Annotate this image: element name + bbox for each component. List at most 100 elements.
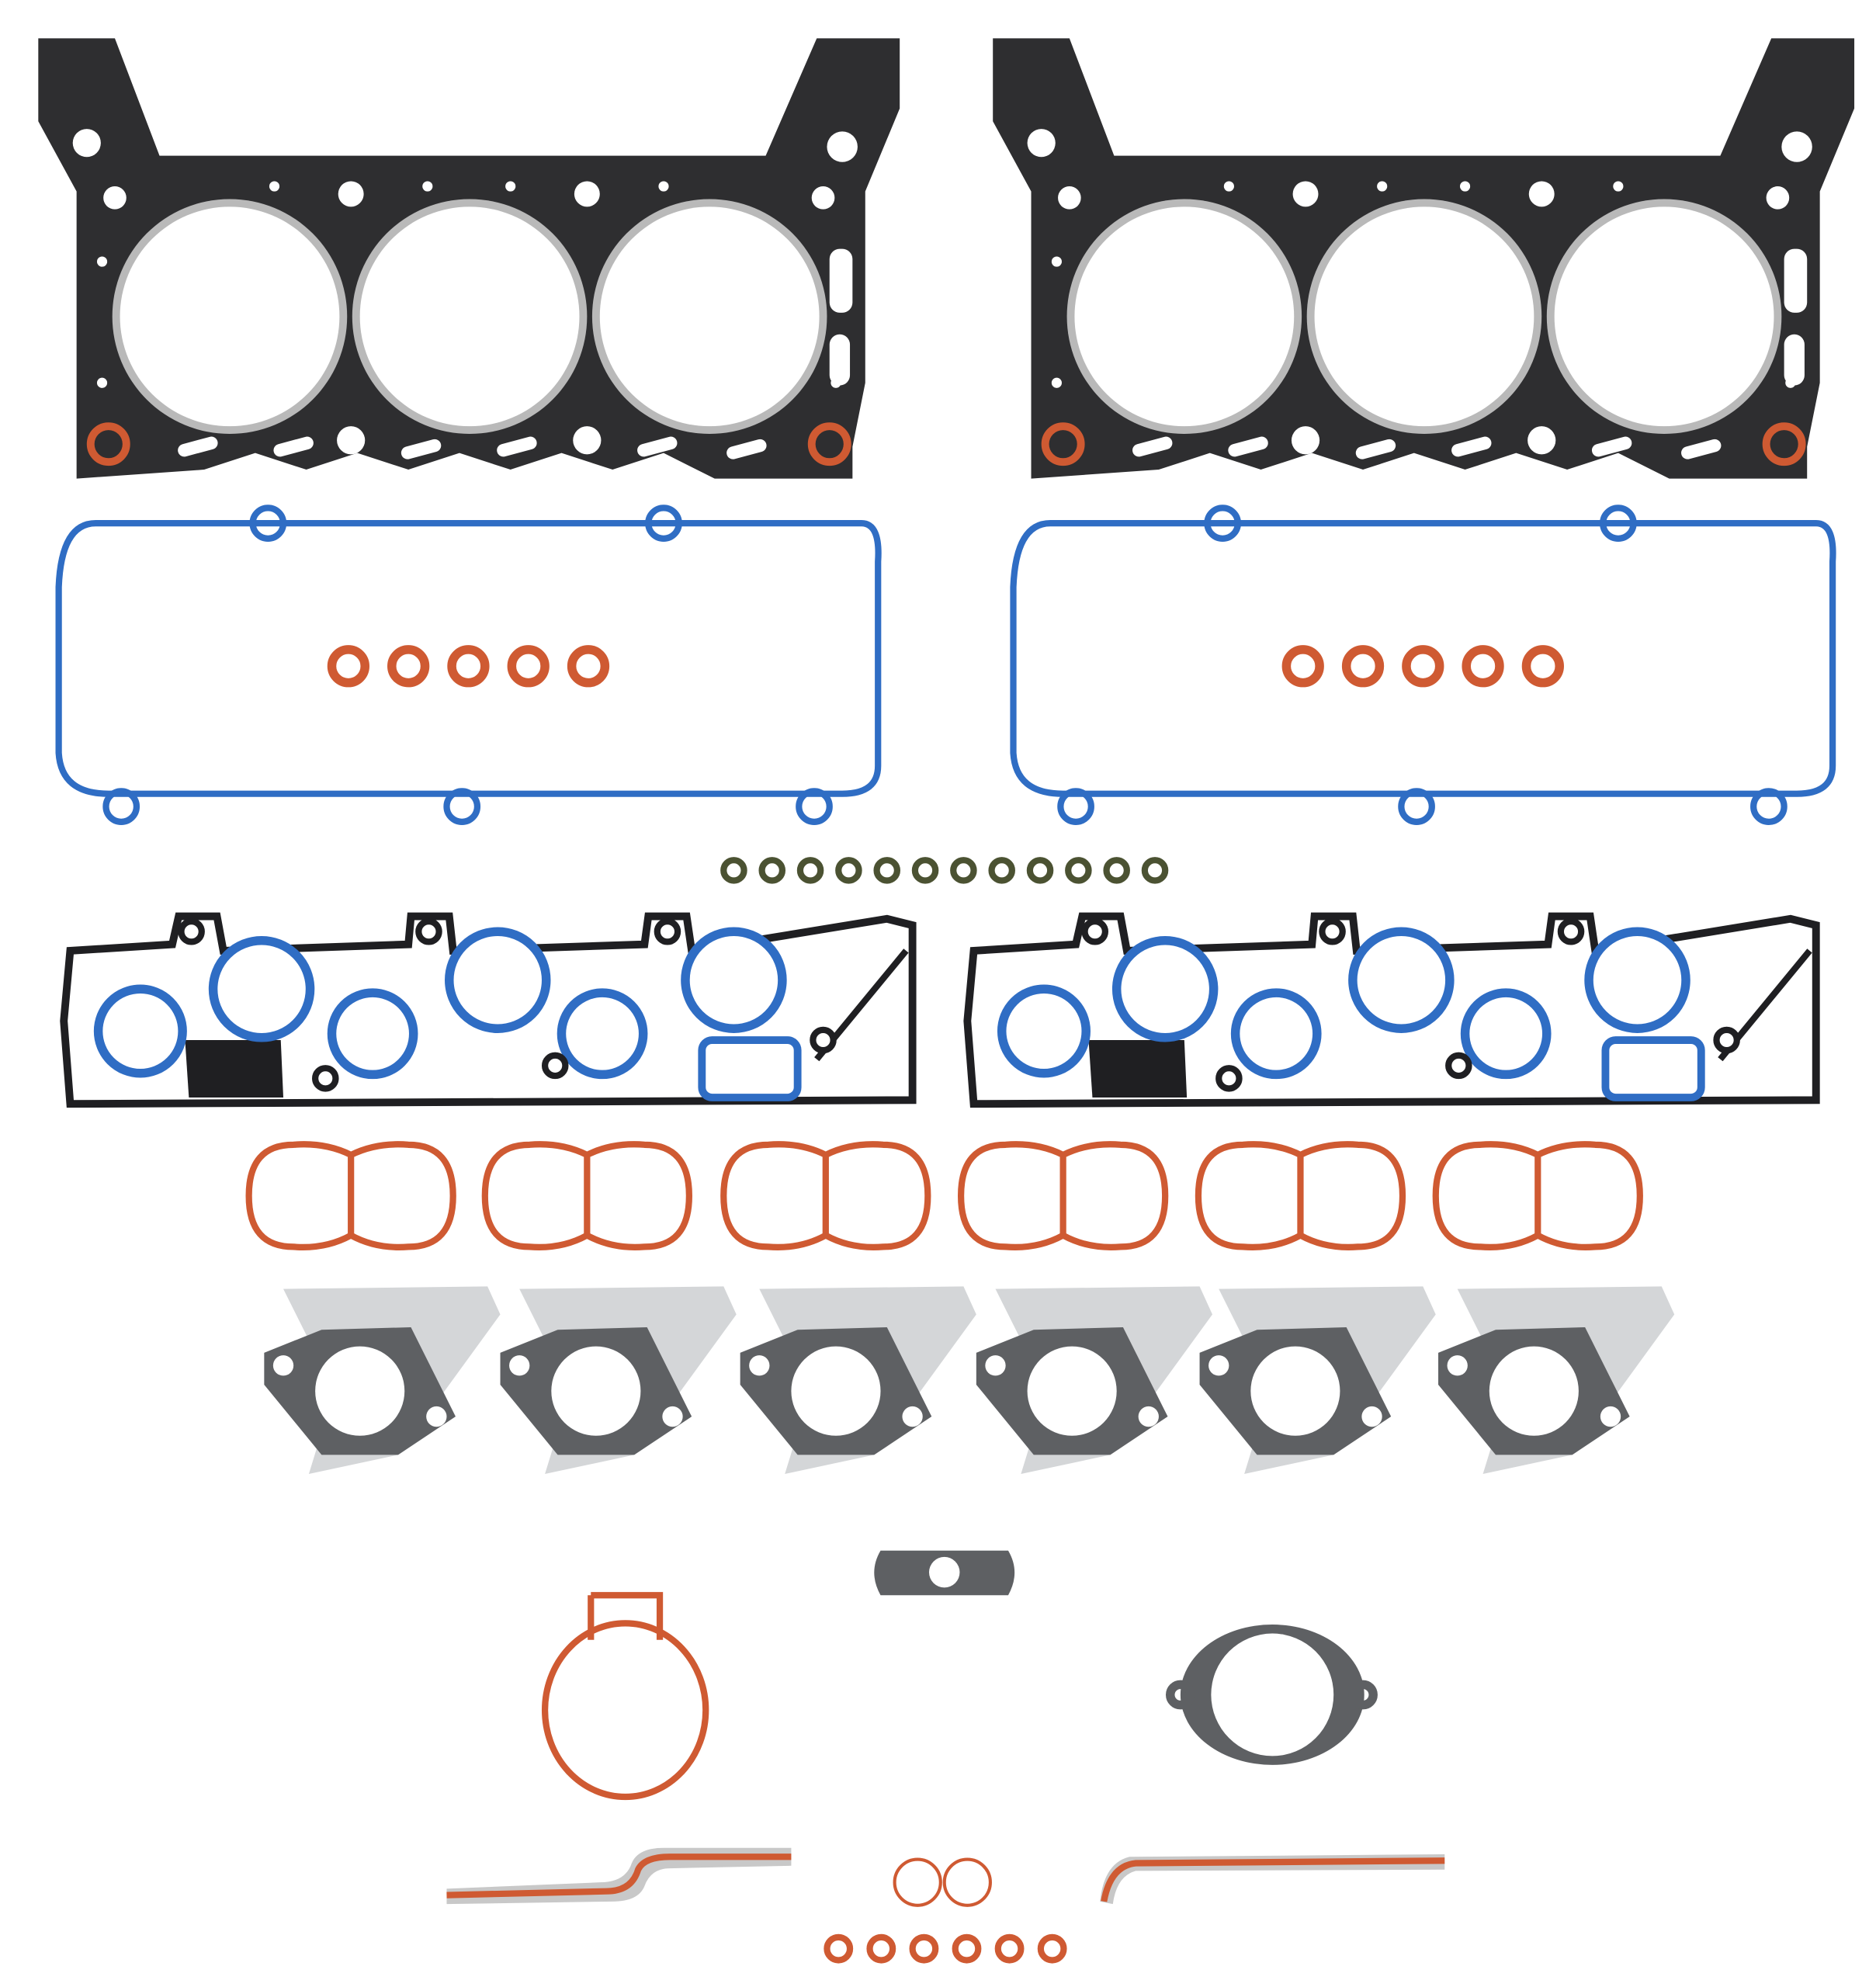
dowel-ring bbox=[86, 422, 130, 466]
bolt-hole bbox=[1528, 181, 1555, 207]
bottom-o-ring bbox=[994, 1933, 1025, 1964]
bottom-o-ring bbox=[824, 1933, 854, 1964]
intake-port-seal bbox=[557, 988, 648, 1080]
plenum-gasket bbox=[1195, 1141, 1406, 1250]
bolt-hole bbox=[1051, 377, 1062, 388]
bolt-hole bbox=[654, 917, 681, 945]
carrier-pad bbox=[185, 1040, 284, 1098]
bolt-hole bbox=[72, 129, 101, 158]
bolt-hole bbox=[422, 181, 433, 192]
valve-stem-seal bbox=[950, 857, 977, 884]
bottom-o-ring bbox=[866, 1933, 896, 1964]
coolant-slot bbox=[637, 436, 678, 457]
bolt-hole bbox=[658, 181, 669, 192]
bolt-hole bbox=[103, 186, 127, 210]
valve-stem-seal bbox=[758, 857, 786, 884]
intake-port-seal bbox=[1584, 927, 1690, 1033]
coolant-slot bbox=[1784, 248, 1808, 313]
bolt-hole bbox=[573, 426, 602, 455]
small-o-ring bbox=[942, 1857, 992, 1907]
coolant-slot bbox=[1681, 439, 1722, 459]
bolt-hole bbox=[1292, 181, 1319, 207]
exhaust-gasket bbox=[500, 1286, 737, 1475]
spark-plug-tube-seal bbox=[1521, 645, 1564, 688]
bolt-hole bbox=[272, 1355, 294, 1376]
cylinder-bore bbox=[599, 206, 820, 427]
bolt-hole bbox=[1528, 426, 1556, 455]
bolt-hole bbox=[1208, 1355, 1229, 1376]
intake-port-seal bbox=[93, 984, 187, 1078]
bolt-hole bbox=[96, 256, 108, 267]
plenum-gasket bbox=[720, 1141, 931, 1250]
intake-port-seal bbox=[208, 936, 315, 1042]
intake-port-seal bbox=[1111, 936, 1219, 1042]
exhaust-gasket bbox=[1438, 1286, 1675, 1475]
bolt-grommet bbox=[443, 788, 481, 825]
coolant-slot bbox=[1591, 436, 1632, 457]
coolant-slot bbox=[829, 334, 851, 386]
spark-plug-tube-seal bbox=[567, 645, 610, 688]
bolt-hole bbox=[269, 181, 280, 192]
exhaust-port bbox=[1027, 1346, 1117, 1436]
valve-cover-gasket bbox=[55, 505, 882, 825]
throttle-tab bbox=[591, 1592, 664, 1640]
coolant-slot bbox=[829, 248, 853, 313]
intake-port-seal bbox=[445, 927, 551, 1033]
thermostat-opening bbox=[1211, 1633, 1334, 1756]
bolt-hole bbox=[827, 131, 858, 162]
spark-plug-tube-seal bbox=[1402, 645, 1444, 688]
bolt-hole bbox=[749, 1355, 770, 1376]
coolant-slot bbox=[1784, 334, 1805, 386]
intake-port-seal bbox=[681, 927, 787, 1033]
spark-plug-tube-seal bbox=[1462, 645, 1504, 688]
exhaust-port bbox=[1250, 1346, 1340, 1436]
bolt-hole bbox=[810, 1026, 837, 1054]
valve-cover-gasket bbox=[1010, 505, 1836, 825]
coolant-slot bbox=[178, 436, 218, 457]
plenum-gasket bbox=[1432, 1141, 1643, 1250]
bolt-ear bbox=[1165, 1680, 1195, 1710]
intake-port-seal bbox=[698, 1036, 802, 1101]
spark-plug-tube-seal bbox=[387, 645, 430, 688]
bolt-hole bbox=[1713, 1026, 1740, 1054]
spark-plug-tube-seal bbox=[447, 645, 490, 688]
small-o-ring bbox=[893, 1857, 942, 1907]
bolt-hole bbox=[1027, 129, 1056, 158]
egr-port bbox=[928, 1556, 960, 1588]
bolt-hole bbox=[1781, 131, 1812, 162]
bolt-hole bbox=[312, 1065, 339, 1092]
gasket-carrier bbox=[60, 912, 917, 1108]
throttle-body-seal bbox=[541, 1620, 709, 1801]
intake-port-seal bbox=[997, 984, 1091, 1078]
bolt-hole bbox=[1613, 181, 1624, 192]
cylinder-bore bbox=[359, 206, 580, 427]
plenum-gasket bbox=[245, 1141, 456, 1250]
dowel-ring bbox=[1762, 422, 1806, 466]
bolt-hole bbox=[1447, 1355, 1468, 1376]
bolt-hole bbox=[415, 917, 442, 945]
bolt-grommet bbox=[1057, 788, 1094, 825]
bolt-hole bbox=[811, 186, 835, 210]
bolt-grommet bbox=[1600, 505, 1637, 542]
bolt-ear bbox=[1348, 1680, 1378, 1710]
coolant-slot bbox=[726, 439, 767, 459]
bolt-hole bbox=[1223, 181, 1234, 192]
spark-plug-tube-seal bbox=[1281, 645, 1324, 688]
bottom-o-ring bbox=[952, 1933, 982, 1964]
bolt-hole bbox=[1459, 181, 1471, 192]
coolant-slot bbox=[1132, 436, 1173, 457]
bolt-hole bbox=[574, 181, 600, 207]
coolant-slot bbox=[1451, 436, 1492, 457]
exhaust-gasket bbox=[1199, 1286, 1436, 1475]
spark-plug-tube-seal bbox=[507, 645, 550, 688]
coolant-slot bbox=[1355, 439, 1396, 459]
plenum-gasket bbox=[957, 1141, 1169, 1250]
head-gasket bbox=[993, 38, 1855, 479]
exhaust-port bbox=[791, 1346, 881, 1436]
plenum-gasket bbox=[481, 1141, 692, 1250]
cylinder-bore bbox=[1074, 206, 1295, 427]
bolt-hole bbox=[1058, 186, 1081, 210]
valve-stem-seal bbox=[1026, 857, 1054, 884]
intake-port-seal bbox=[1348, 927, 1455, 1033]
